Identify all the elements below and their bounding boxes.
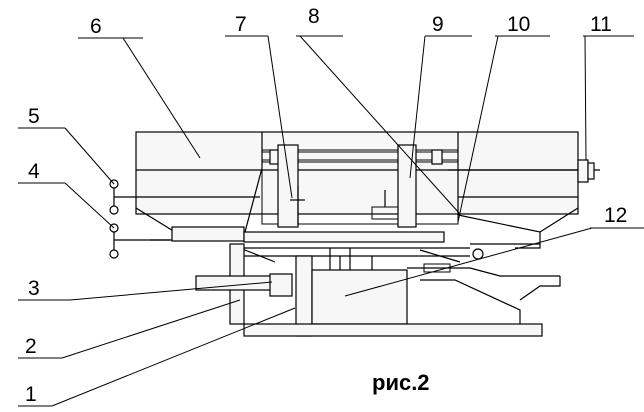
label-10: 10 (507, 13, 530, 36)
label-12: 12 (604, 204, 627, 227)
machine-base (195, 243, 561, 337)
clamp-handle-lower[interactable] (109, 223, 170, 259)
label-2: 2 (25, 335, 37, 358)
part-labels: 6 7 8 9 10 11 12 5 4 3 2 1 (25, 5, 627, 406)
label-11: 11 (590, 13, 612, 36)
leader-lines (18, 35, 644, 407)
label-3: 3 (28, 277, 40, 300)
label-1: 1 (25, 383, 37, 406)
label-8: 8 (308, 5, 320, 28)
guide-rod (261, 149, 600, 171)
label-9: 9 (432, 13, 444, 36)
clamp-handle-upper[interactable] (109, 179, 136, 215)
blade-guide-left (277, 144, 305, 228)
tension-knob[interactable] (577, 159, 595, 183)
label-4: 4 (28, 160, 40, 183)
saw-frame-upper (135, 131, 579, 233)
figure-caption: рис.2 (372, 370, 430, 395)
label-6: 6 (90, 15, 102, 38)
vise-table (150, 226, 541, 263)
label-7: 7 (235, 13, 247, 36)
label-5: 5 (28, 105, 40, 128)
